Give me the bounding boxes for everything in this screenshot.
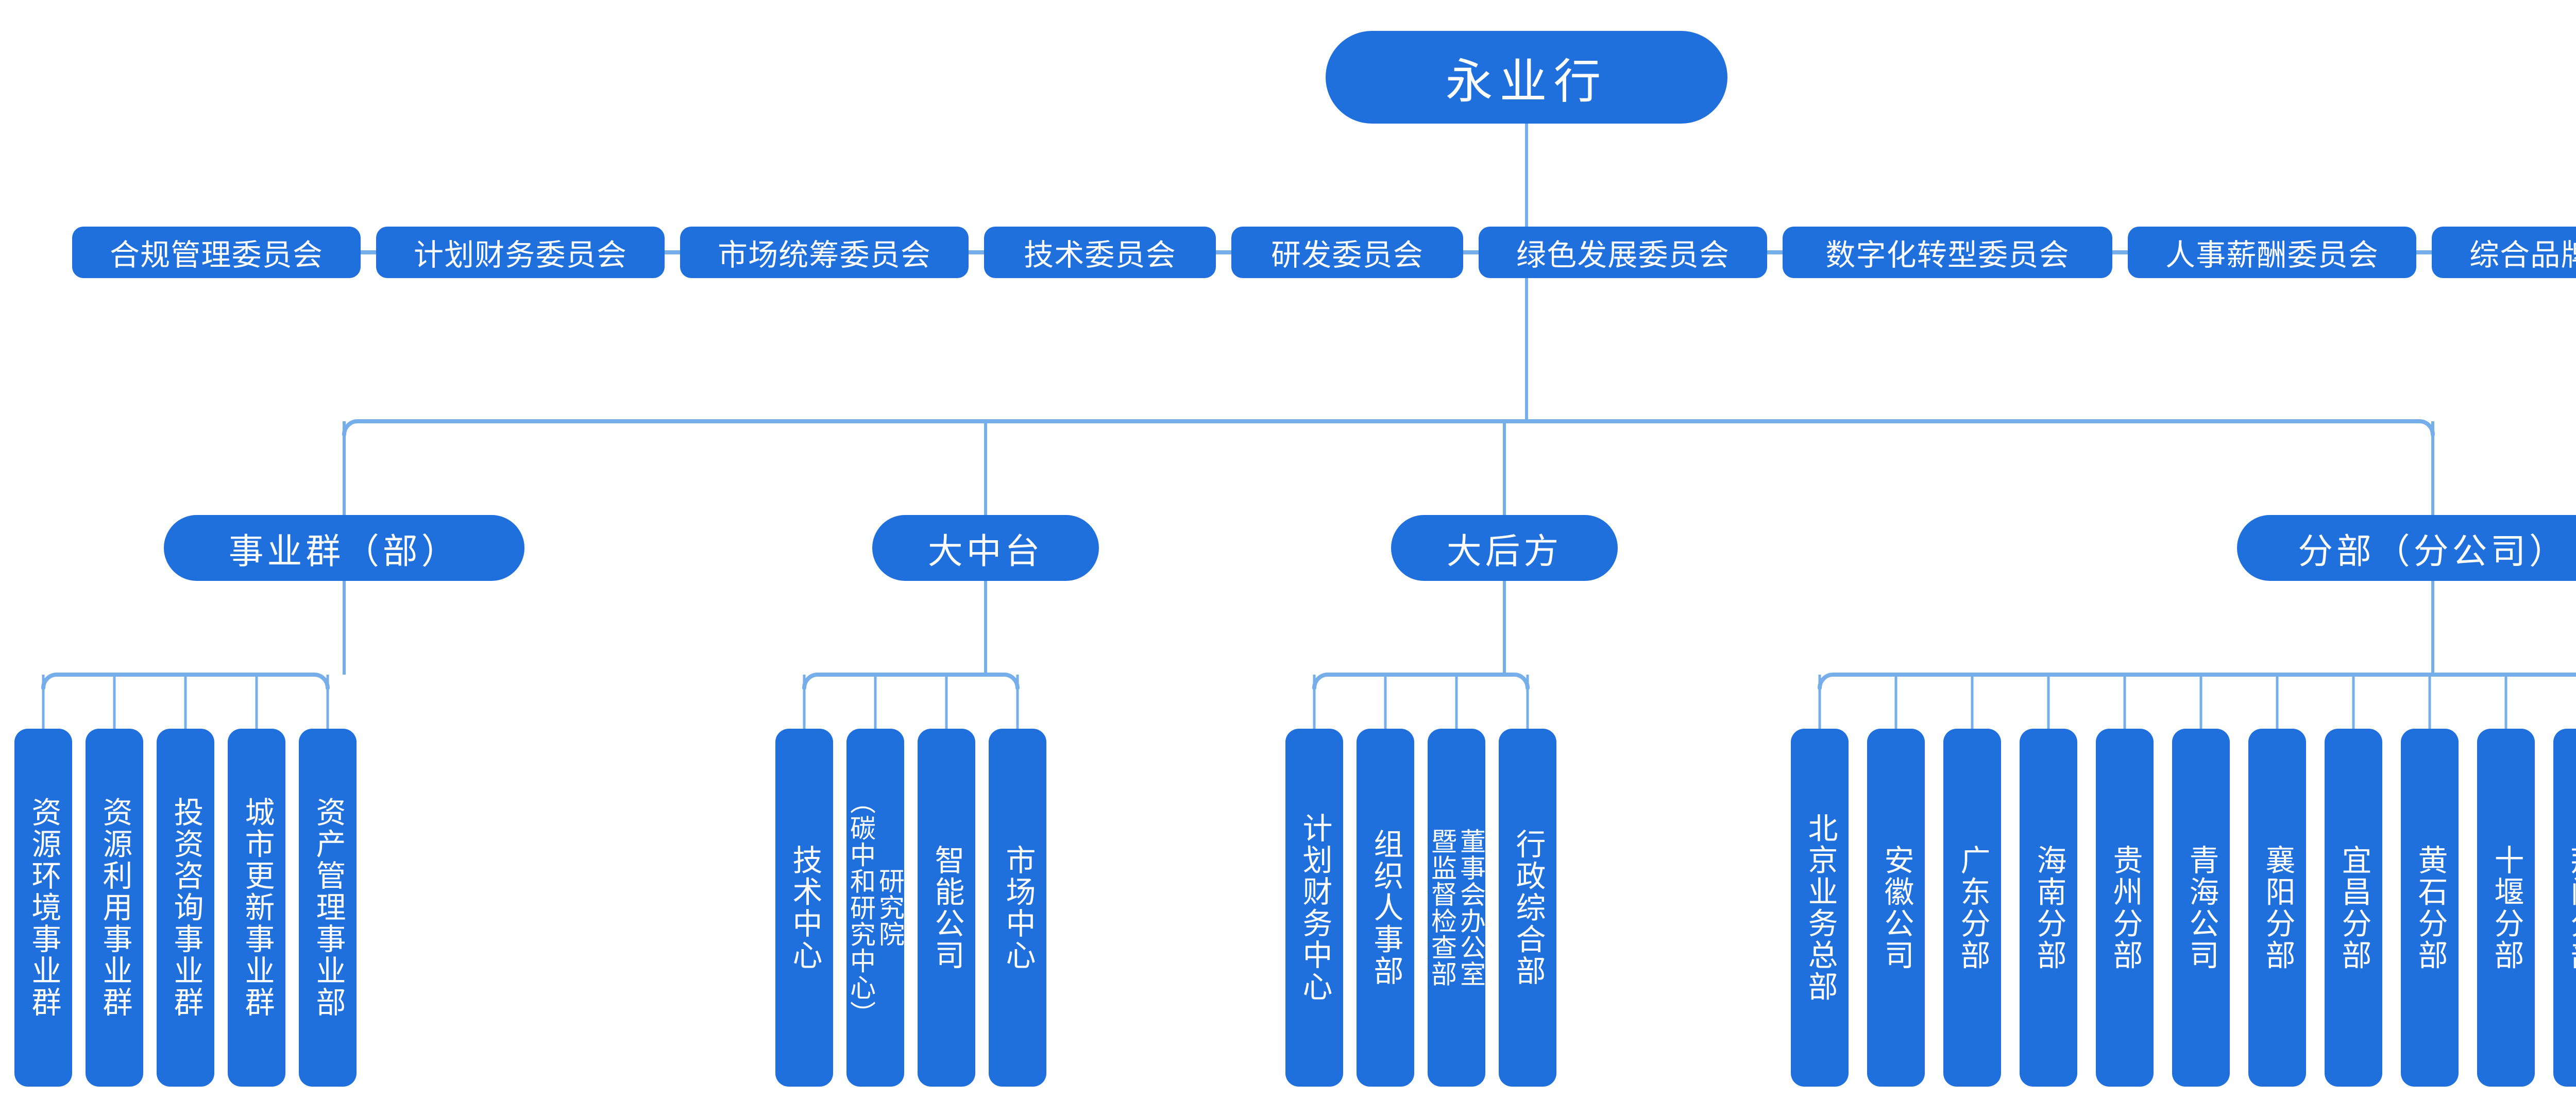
node-label: 研究院 （碳中和研究中心） <box>846 788 904 1027</box>
node-label: 海南分部 <box>2032 844 2066 971</box>
node-label: 贵州分部 <box>2108 844 2142 971</box>
committee-node-7[interactable]: 数字化转型委员会 <box>1783 227 2112 278</box>
leaf-node-2-3[interactable]: 智能公司 <box>918 729 975 1087</box>
leaf-node-4-9[interactable]: 黄石分部 <box>2401 729 2459 1087</box>
leaf-node-3-1[interactable]: 计划财务中心 <box>1285 729 1343 1087</box>
node-label: 组织人事部 <box>1369 828 1403 987</box>
node-label: 董事会办公室 暨监督检查部 <box>1428 828 1485 987</box>
leaf-node-3-4[interactable]: 行政综合部 <box>1499 729 1556 1087</box>
committee-node-6[interactable]: 绿色发展委员会 <box>1479 227 1767 278</box>
node-label: 行政综合部 <box>1511 828 1545 987</box>
node-label: 青海公司 <box>2184 844 2218 971</box>
node-label: 投资咨询事业群 <box>169 797 203 1019</box>
group-node-4[interactable]: 分部（分公司） <box>2237 515 2576 581</box>
committee-node-2[interactable]: 计划财务委员会 <box>376 227 665 278</box>
committee-node-5[interactable]: 研发委员会 <box>1231 227 1463 278</box>
node-label: 资源环境事业群 <box>27 797 61 1019</box>
node-label: 智能公司 <box>930 844 964 971</box>
leaf-node-4-4[interactable]: 海南分部 <box>2020 729 2077 1087</box>
leaf-node-4-2[interactable]: 安徽公司 <box>1867 729 1925 1087</box>
leaf-node-1-4[interactable]: 城市更新事业群 <box>228 729 285 1087</box>
node-label: 计划财务中心 <box>1298 813 1332 1003</box>
leaf-node-2-1[interactable]: 技术中心 <box>775 729 833 1087</box>
node-label: 宜昌分部 <box>2337 844 2371 971</box>
leaf-node-4-3[interactable]: 广东分部 <box>1943 729 2001 1087</box>
leaf-node-1-1[interactable]: 资源环境事业群 <box>14 729 72 1087</box>
committee-node-9[interactable]: 综合品牌委员会 <box>2432 227 2576 278</box>
group-node-2[interactable]: 大中台 <box>872 515 1099 581</box>
node-label: 技术中心 <box>788 844 822 971</box>
leaf-node-4-7[interactable]: 襄阳分部 <box>2248 729 2306 1087</box>
node-label: 襄阳分部 <box>2261 844 2295 971</box>
node-label: 广东分部 <box>1956 844 1990 971</box>
node-label: 市场中心 <box>1001 844 1035 971</box>
node-label: 荆门分部 <box>2566 844 2576 971</box>
group-node-1[interactable]: 事业群（部） <box>164 515 524 581</box>
leaf-node-2-4[interactable]: 市场中心 <box>989 729 1046 1087</box>
node-label: 安徽公司 <box>1879 844 1913 971</box>
leaf-node-4-6[interactable]: 青海公司 <box>2172 729 2230 1087</box>
node-label: 资源利用事业群 <box>98 797 132 1019</box>
committee-node-1[interactable]: 合规管理委员会 <box>72 227 361 278</box>
leaf-node-4-8[interactable]: 宜昌分部 <box>2325 729 2382 1087</box>
leaf-node-3-2[interactable]: 组织人事部 <box>1357 729 1414 1087</box>
leaf-node-1-3[interactable]: 投资咨询事业群 <box>157 729 214 1087</box>
node-label: 黄石分部 <box>2413 844 2447 971</box>
node-label: 十堰分部 <box>2489 844 2523 971</box>
node-label: 北京业务总部 <box>1803 813 1837 1003</box>
leaf-node-4-1[interactable]: 北京业务总部 <box>1791 729 1849 1087</box>
leaf-node-2-2[interactable]: 研究院 （碳中和研究中心） <box>846 729 904 1087</box>
leaf-node-4-10[interactable]: 十堰分部 <box>2477 729 2535 1087</box>
leaf-node-4-5[interactable]: 贵州分部 <box>2096 729 2154 1087</box>
leaf-node-1-2[interactable]: 资源利用事业群 <box>86 729 143 1087</box>
leaf-node-1-5[interactable]: 资产管理事业部 <box>299 729 357 1087</box>
group-node-3[interactable]: 大后方 <box>1391 515 1618 581</box>
node-label: 资产管理事业部 <box>311 797 345 1019</box>
leaf-node-3-3[interactable]: 董事会办公室 暨监督检查部 <box>1428 729 1485 1087</box>
org-root-node[interactable]: 永业行 <box>1326 31 1727 124</box>
committee-node-8[interactable]: 人事薪酬委员会 <box>2128 227 2416 278</box>
committee-node-4[interactable]: 技术委员会 <box>984 227 1216 278</box>
leaf-node-4-11[interactable]: 荆门分部 <box>2553 729 2576 1087</box>
node-label: 城市更新事业群 <box>240 797 274 1019</box>
committee-node-3[interactable]: 市场统筹委员会 <box>680 227 969 278</box>
